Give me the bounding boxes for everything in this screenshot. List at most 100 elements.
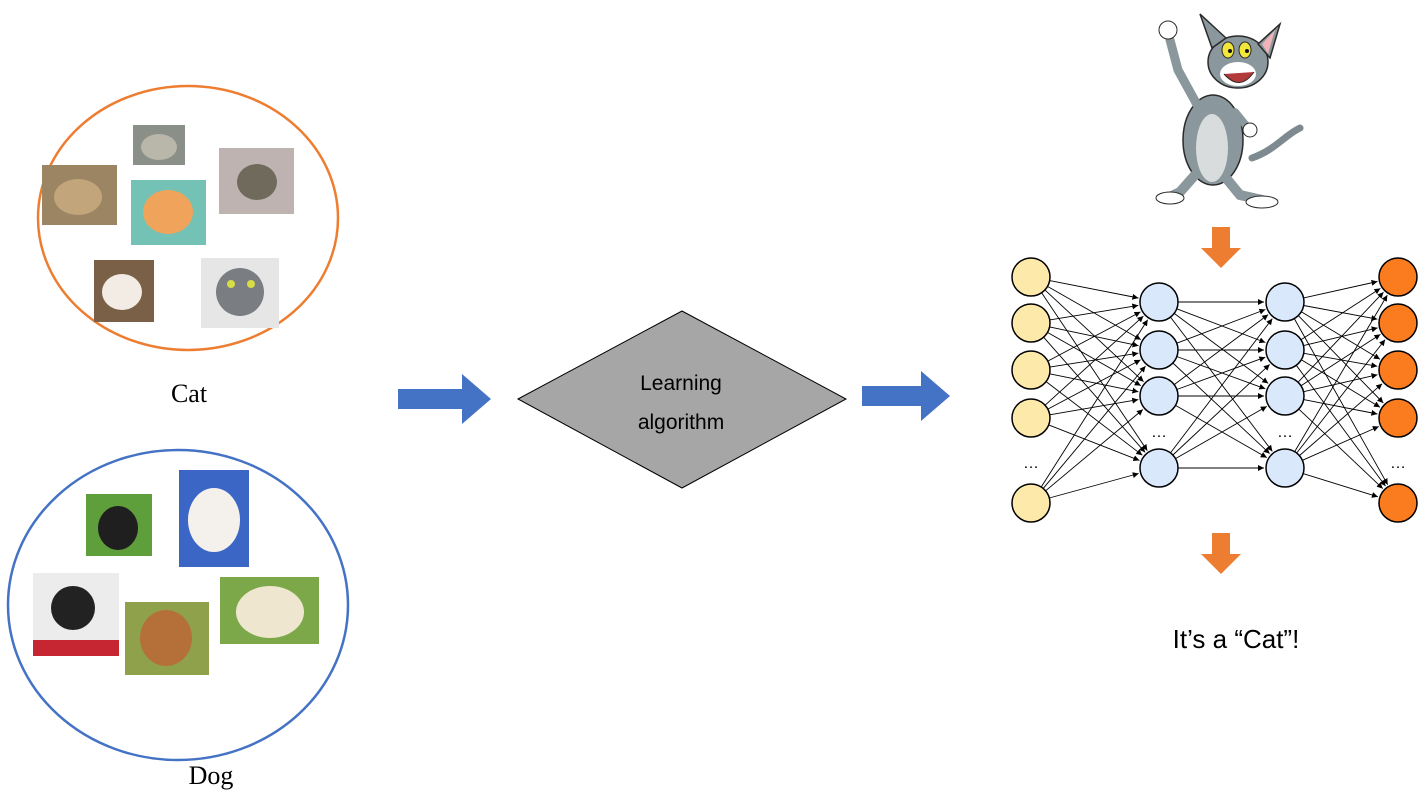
network-connection (1298, 408, 1384, 489)
network-connection (1302, 473, 1379, 498)
network-connection (1173, 313, 1269, 384)
dog-label: Dog (189, 761, 234, 790)
network-nodes (1011, 257, 1418, 523)
learning-diamond (516, 310, 848, 489)
hidden2-layer-node (1265, 376, 1305, 416)
cat-photo (133, 125, 185, 165)
network-connection (1297, 315, 1384, 404)
network-connection (1176, 356, 1266, 390)
network-connection (1299, 383, 1383, 456)
network-connection (1295, 365, 1386, 487)
cat-photo (201, 258, 279, 328)
cat-photo (131, 180, 206, 245)
network-connection (1175, 405, 1268, 458)
network-connection (1175, 406, 1268, 459)
network-connection (1303, 326, 1378, 347)
output-layer-node (1378, 398, 1418, 438)
dog-photo (220, 577, 319, 644)
down-arrow-icon (1201, 227, 1241, 268)
output-layer-node (1378, 303, 1418, 343)
network-connection (1303, 279, 1378, 299)
hidden1-layer-ellipsis: … (1151, 424, 1167, 441)
network-connection (1049, 397, 1139, 416)
network-connection (1176, 308, 1266, 344)
input-layer-node (1011, 398, 1051, 438)
cat-photo (219, 148, 294, 214)
dog-photo (86, 494, 152, 556)
hidden1-layer-node (1139, 376, 1179, 416)
network-connection (1170, 318, 1273, 454)
learning-label-line2: algorithm (638, 411, 724, 434)
cat-photo (94, 260, 154, 322)
learning-algorithm-box: Learning algorithm (516, 310, 848, 489)
learning-label-line1: Learning (640, 372, 722, 395)
input-layer-node (1011, 483, 1051, 523)
hidden2-layer-node (1265, 282, 1305, 322)
dog-group: Dog (6, 448, 350, 790)
network-connection (1300, 288, 1381, 341)
output-layer-node (1378, 257, 1418, 297)
network-connection (1303, 373, 1378, 393)
input-layer-node (1011, 303, 1051, 343)
network-ellipses: … … … … (1023, 424, 1406, 472)
dog-photo (125, 602, 209, 675)
network-connection (1049, 351, 1139, 368)
result-label: It’s a “Cat”! (1173, 624, 1300, 654)
network-connection (1049, 280, 1139, 300)
network-connection (1047, 359, 1141, 410)
network-connection (1297, 291, 1384, 383)
network-connection (1293, 318, 1389, 485)
network-connection (1172, 362, 1271, 454)
neural-network: … … … … (1011, 257, 1418, 523)
network-connection (1173, 314, 1269, 385)
network-connection (1176, 356, 1266, 390)
dog-photo (33, 573, 119, 656)
down-arrow-icon (1201, 533, 1241, 574)
network-connection (1044, 289, 1144, 383)
hidden1-layer-node (1139, 282, 1179, 322)
network-connections (1040, 279, 1389, 499)
dog-group-circle (6, 448, 350, 762)
network-connection (1048, 424, 1140, 462)
hidden2-layer-node (1265, 448, 1305, 488)
network-connection (1049, 303, 1139, 321)
hidden1-layer-node (1139, 330, 1179, 370)
cat-photo (42, 165, 117, 225)
cat-group: Cat (36, 84, 340, 408)
network-connection (1294, 294, 1388, 452)
input-layer-node (1011, 350, 1051, 390)
hidden1-layer-node (1139, 448, 1179, 488)
network-connection (1176, 308, 1266, 344)
hidden2-layer-ellipsis: … (1277, 424, 1293, 441)
network-connection (1045, 381, 1143, 456)
cat-label: Cat (171, 379, 208, 408)
network-connection (1303, 305, 1378, 322)
right-arrow-icon (862, 371, 950, 421)
network-connection (1042, 365, 1146, 489)
network-connection (1303, 399, 1378, 416)
cartoon-cat-icon (1155, 13, 1304, 209)
right-arrow-icon (398, 374, 491, 424)
output-layer-ellipsis: … (1390, 455, 1406, 472)
network-connection (1302, 426, 1379, 461)
network-connection (1045, 409, 1144, 492)
dog-photo (179, 470, 249, 567)
network-connection (1296, 339, 1386, 454)
network-connection (1043, 336, 1146, 453)
network-connection (1044, 315, 1144, 406)
cat-group-circle (36, 84, 340, 352)
network-connection (1049, 472, 1139, 499)
input-layer-node (1011, 257, 1051, 297)
hidden2-layer-node (1265, 330, 1305, 370)
network-connection (1049, 373, 1139, 394)
network-connection (1040, 319, 1149, 488)
input-layer-ellipsis: … (1023, 455, 1039, 472)
network-connection (1047, 311, 1141, 362)
network-connection (1301, 311, 1381, 360)
network-connection (1300, 334, 1381, 387)
network-connection (1047, 332, 1142, 386)
network-connection (1172, 364, 1271, 456)
network-connection (1041, 292, 1148, 451)
